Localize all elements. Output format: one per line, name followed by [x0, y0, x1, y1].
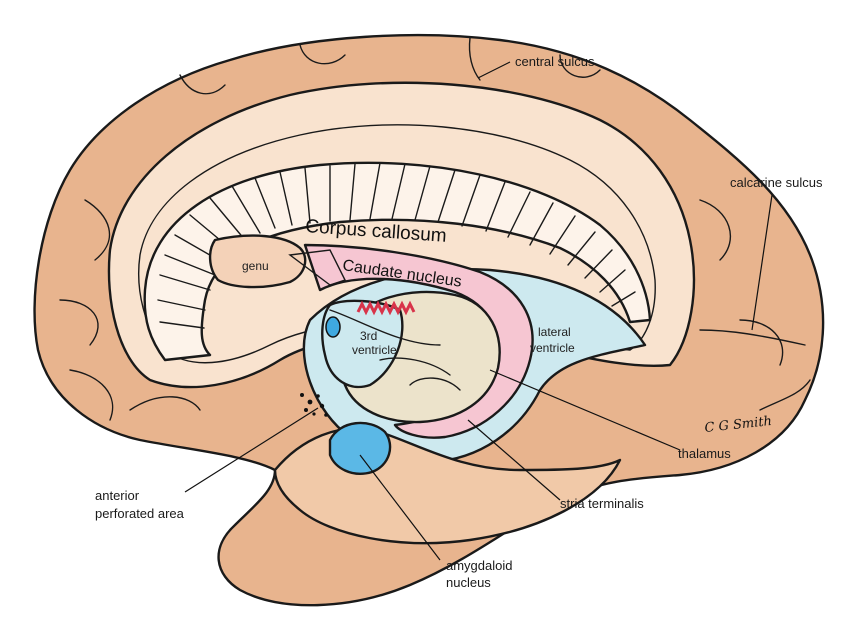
gyrus-fold: [84, 199, 111, 261]
label-amygdaloid-nucleus-2: nucleus: [446, 575, 491, 590]
label-lateral-ventricle-1: lateral: [538, 325, 571, 339]
label-lateral-ventricle-2: ventricle: [530, 341, 575, 355]
label-amygdaloid-nucleus-1: amygdaloid: [446, 558, 513, 573]
label-anterior-perforated-area-1: anterior: [95, 488, 140, 503]
gyrus-fold: [129, 396, 201, 411]
amygdaloid-nucleus: [328, 421, 392, 475]
caudate-nucleus: [303, 243, 534, 439]
corpus-callosum: [143, 161, 652, 362]
thalamus-detail: [379, 357, 451, 376]
gyrus-fold: [299, 44, 346, 65]
label-third-ventricle-1: 3rd: [360, 329, 377, 343]
fornix: [329, 309, 441, 346]
leader-stria-terminalis: [467, 419, 561, 501]
label-calcarine-sulcus: calcarine sulcus: [730, 175, 823, 190]
choroid-plexus: [356, 300, 416, 316]
thalamus-detail: [409, 377, 461, 391]
leader-thalamus: [489, 369, 681, 451]
corpus-callosum-striations: [157, 162, 636, 329]
gyrus-fold: [559, 54, 601, 78]
genu: [208, 234, 307, 289]
label-stria-terminalis: stria terminalis: [560, 496, 644, 511]
perforated-area-dots: [300, 393, 328, 417]
anterior-commissure-dot: [325, 316, 341, 338]
calcarine-sulcus-line: [699, 329, 806, 346]
label-central-sulcus: central sulcus: [515, 54, 595, 69]
leader-anterior-perforated-area: [184, 407, 319, 493]
label-thalamus: thalamus: [678, 446, 731, 461]
leader-central-sulcus: [477, 61, 511, 79]
gyrus-fold: [739, 319, 784, 366]
label-third-ventricle-2: ventricle: [352, 343, 397, 357]
leader-calcarine-sulcus: [751, 194, 773, 331]
gyrus-fold: [179, 74, 226, 95]
label-anterior-perforated-area-2: perforated area: [95, 506, 185, 521]
gyrus-fold: [69, 369, 114, 421]
label-genu: genu: [242, 259, 269, 273]
leader-amygdaloid-nucleus: [359, 454, 441, 561]
gyrus-fold: [699, 199, 731, 261]
gyrus-fold: [759, 379, 811, 411]
artist-signature: C G Smith: [704, 414, 773, 436]
gyrus-fold: [59, 299, 99, 346]
red-vessel-band: [288, 249, 346, 286]
